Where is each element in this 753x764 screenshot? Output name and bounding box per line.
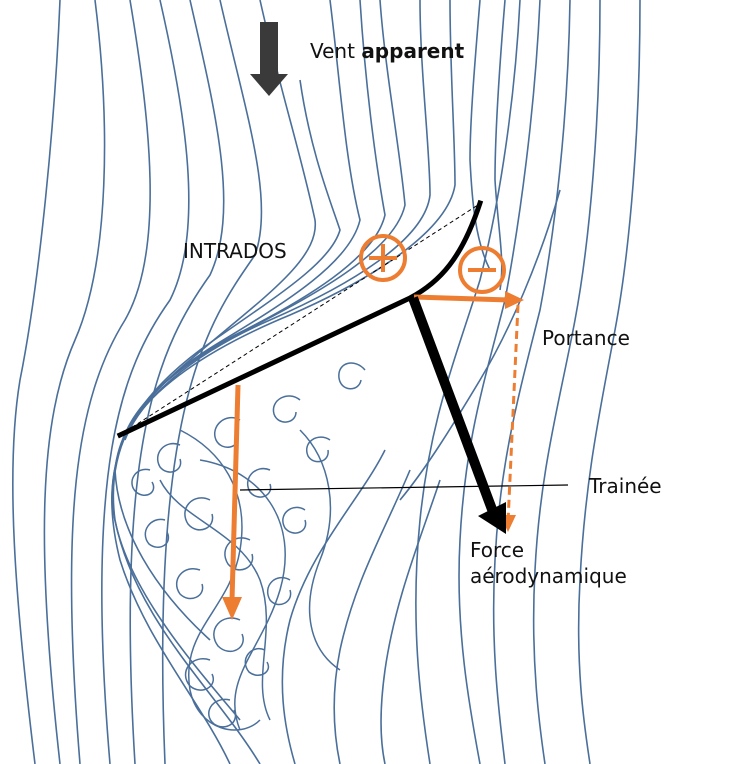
streamlines: [11, 0, 641, 764]
drag-leader-line: [239, 484, 569, 491]
lift-label: Portance: [542, 326, 630, 350]
drag-label: Trainée: [589, 474, 662, 498]
lift-projection-line: [506, 304, 520, 523]
wind-label: Vent apparent: [310, 38, 464, 64]
lift-arrow: [413, 291, 524, 309]
wind-arrow: [250, 22, 288, 96]
force-label-line1: Force: [470, 538, 525, 562]
plus-pressure-icon: [359, 234, 407, 282]
intrados-label: INTRADOS: [183, 239, 287, 263]
wind-label-prefix: Vent: [310, 39, 355, 63]
wind-label-bold: apparent: [361, 39, 465, 63]
minus-suction-icon: [458, 246, 506, 294]
chord-line: [119, 204, 479, 436]
drag-arrow: [222, 384, 242, 620]
sail: [116, 199, 484, 439]
wake-vortices: [131, 362, 366, 731]
aerodynamic-force-arrow: [408, 296, 506, 534]
force-label-line2: aérodynamique: [470, 564, 627, 588]
aerodynamic-force-label: Force aérodynamique: [470, 537, 627, 589]
